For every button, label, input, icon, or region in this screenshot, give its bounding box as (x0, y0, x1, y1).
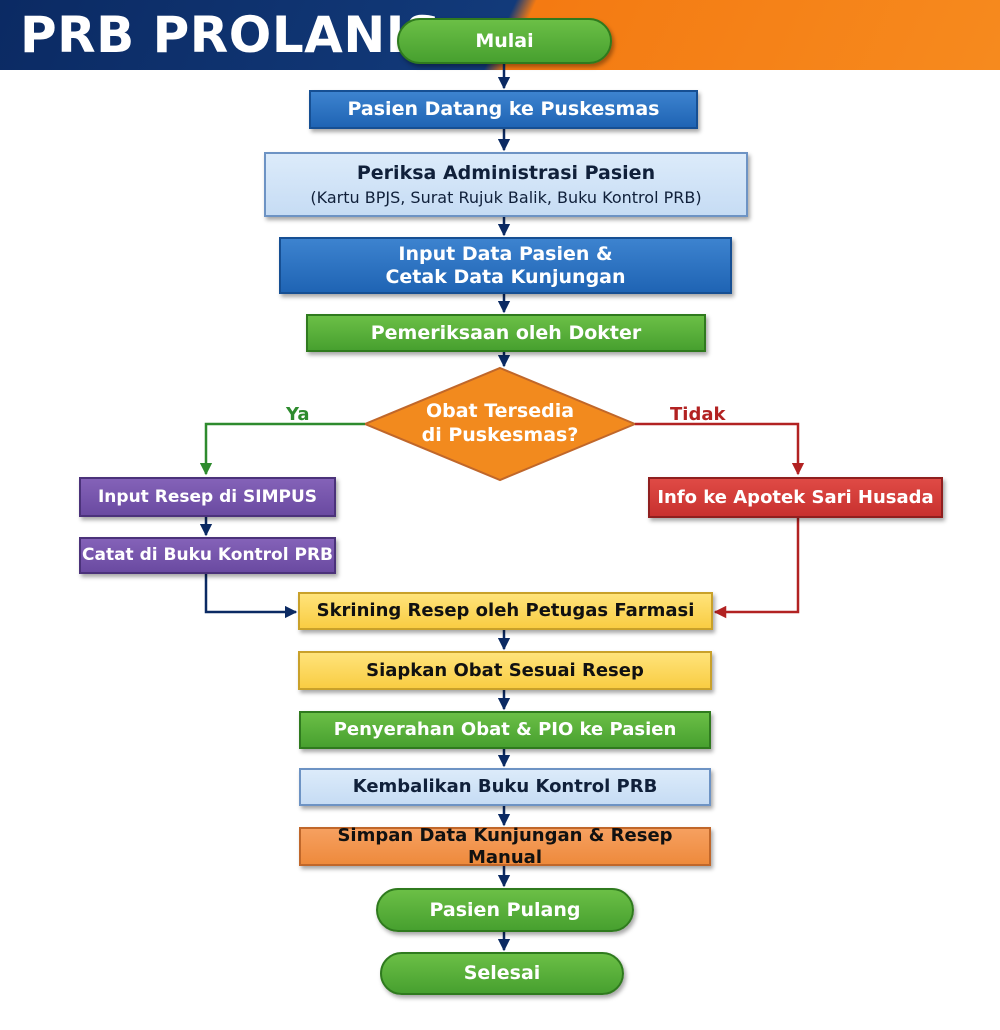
branch-no-label: Tidak (670, 404, 726, 425)
step-arrival: Pasien Datang ke Puskesmas (309, 90, 698, 129)
step-save-label: Simpan Data Kunjungan & Resep Manual (337, 824, 673, 868)
start-node: Mulai (397, 18, 612, 64)
branch-yes-label: Ya (286, 404, 310, 425)
step-admin-detail: (Kartu BPJS, Surat Rujuk Balik, Buku Kon… (310, 187, 702, 207)
step-return-book: Kembalikan Buku Kontrol PRB (299, 768, 711, 806)
step-screening: Skrining Resep oleh Petugas Farmasi (298, 592, 713, 630)
end-label: Selesai (463, 962, 541, 985)
decision-diamond (362, 366, 638, 482)
yes-step-simpus-label: Input Resep di SIMPUS (97, 486, 317, 507)
decision-line1: Obat Tersedia (425, 400, 575, 423)
decision-text: Obat Tersedia di Puskesmas? (365, 368, 635, 480)
step-prepare: Siapkan Obat Sesuai Resep (298, 651, 712, 690)
no-branch-line (635, 422, 805, 476)
step-screening-label: Skrining Resep oleh Petugas Farmasi (316, 600, 695, 622)
step-admin-title: Periksa Administrasi Pasien (356, 162, 656, 184)
step-admin: Periksa Administrasi Pasien (Kartu BPJS,… (264, 152, 748, 217)
step-handover: Penyerahan Obat & PIO ke Pasien (299, 711, 711, 749)
step-return-book-label: Kembalikan Buku Kontrol PRB (352, 776, 658, 798)
arrow-yes2-screening (204, 574, 298, 619)
yes-step-simpus: Input Resep di SIMPUS (79, 477, 336, 517)
step-input-line1: Input Data Pasien & (398, 242, 613, 265)
step-home-label: Pasien Pulang (429, 898, 581, 921)
step-doctor-label: Pemeriksaan oleh Dokter (370, 321, 642, 344)
arrow-no1-screening (713, 518, 800, 619)
step-doctor: Pemeriksaan oleh Dokter (306, 314, 706, 352)
step-arrival-label: Pasien Datang ke Puskesmas (347, 98, 660, 121)
yes-step-record-book-label: Catat di Buku Kontrol PRB (82, 545, 333, 566)
step-handover-label: Penyerahan Obat & PIO ke Pasien (333, 719, 677, 741)
step-input-data: Input Data Pasien & Cetak Data Kunjungan (279, 237, 732, 294)
start-label: Mulai (475, 29, 534, 52)
end-node: Selesai (380, 952, 624, 995)
page-title: PRB PROLANIS (20, 6, 442, 64)
yes-branch-line (199, 422, 365, 476)
step-home: Pasien Pulang (376, 888, 634, 932)
no-step-pharmacy-info-label: Info ke Apotek Sari Husada (657, 486, 934, 508)
decision-line2: di Puskesmas? (421, 424, 579, 446)
step-save: Simpan Data Kunjungan & Resep Manual (299, 824, 711, 868)
yes-step-record-book: Catat di Buku Kontrol PRB (79, 537, 336, 574)
no-step-pharmacy-info: Info ke Apotek Sari Husada (648, 477, 943, 518)
step-prepare-label: Siapkan Obat Sesuai Resep (366, 659, 644, 681)
step-input-line2: Cetak Data Kunjungan (385, 265, 626, 288)
